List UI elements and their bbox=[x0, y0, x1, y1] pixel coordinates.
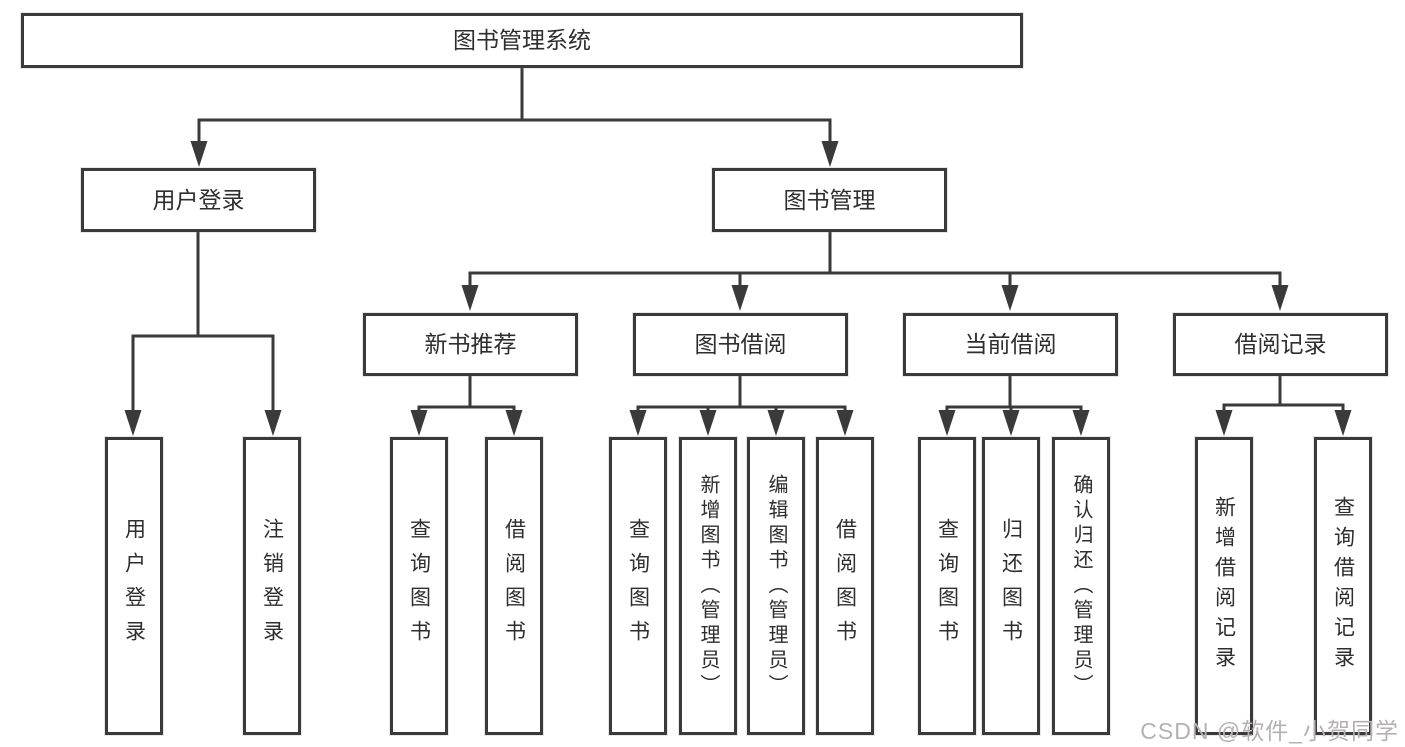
func-newbook-query-box: 查询图书 bbox=[390, 437, 448, 735]
func-current-query-box: 查询图书 bbox=[918, 437, 976, 735]
book-borrow-module-box: 图书借阅 bbox=[633, 313, 848, 376]
watermark: CSDN @软件_小贺同学 bbox=[1140, 718, 1399, 744]
func-borrow-borrow-box: 借阅图书 bbox=[816, 437, 874, 735]
func-logout-label: 注销登录 bbox=[260, 518, 284, 654]
func-borrow-query-label: 查询图书 bbox=[626, 518, 650, 654]
func-borrow-edit-label: 编辑图书（管理员） bbox=[765, 473, 787, 699]
current-borrow-module-box: 当前借阅 bbox=[903, 313, 1118, 376]
new-book-module-box: 新书推荐 bbox=[363, 313, 578, 376]
book-mgmt-branch-box: 图书管理 bbox=[712, 168, 947, 232]
func-record-add-box: 新增借阅记录 bbox=[1195, 437, 1253, 735]
borrow-record-module-label: 借阅记录 bbox=[1234, 331, 1327, 357]
func-borrow-edit-box: 编辑图书（管理员） bbox=[747, 437, 805, 735]
func-borrow-query-box: 查询图书 bbox=[609, 437, 667, 735]
func-borrow-add-box: 新增图书（管理员） bbox=[679, 437, 737, 735]
func-record-add-label: 新增借阅记录 bbox=[1212, 496, 1236, 676]
func-newbook-borrow-label: 借阅图书 bbox=[502, 518, 526, 654]
func-user-login-label: 用户登录 bbox=[122, 518, 146, 654]
book-mgmt-branch-label: 图书管理 bbox=[783, 186, 876, 213]
user-login-branch-box: 用户登录 bbox=[81, 168, 316, 232]
func-user-login-box: 用户登录 bbox=[105, 437, 163, 735]
func-newbook-query-label: 查询图书 bbox=[407, 518, 431, 654]
user-login-branch-label: 用户登录 bbox=[152, 186, 245, 213]
func-current-return-box: 归还图书 bbox=[982, 437, 1040, 735]
func-current-query-label: 查询图书 bbox=[935, 518, 959, 654]
func-logout-box: 注销登录 bbox=[243, 437, 301, 735]
func-record-query-box: 查询借阅记录 bbox=[1314, 437, 1372, 735]
new-book-module-label: 新书推荐 bbox=[424, 331, 517, 357]
book-borrow-module-label: 图书借阅 bbox=[694, 331, 787, 357]
func-current-confirm-box: 确认归还（管理员） bbox=[1052, 437, 1110, 735]
root-box: 图书管理系统 bbox=[21, 13, 1023, 68]
func-borrow-borrow-label: 借阅图书 bbox=[833, 518, 857, 654]
func-newbook-borrow-box: 借阅图书 bbox=[485, 437, 543, 735]
func-borrow-add-label: 新增图书（管理员） bbox=[697, 473, 719, 699]
root-label: 图书管理系统 bbox=[453, 27, 591, 53]
current-borrow-module-label: 当前借阅 bbox=[964, 331, 1057, 357]
func-record-query-label: 查询借阅记录 bbox=[1331, 496, 1355, 676]
borrow-record-module-box: 借阅记录 bbox=[1173, 313, 1388, 376]
func-current-return-label: 归还图书 bbox=[999, 518, 1023, 654]
func-current-confirm-label: 确认归还（管理员） bbox=[1070, 473, 1092, 699]
